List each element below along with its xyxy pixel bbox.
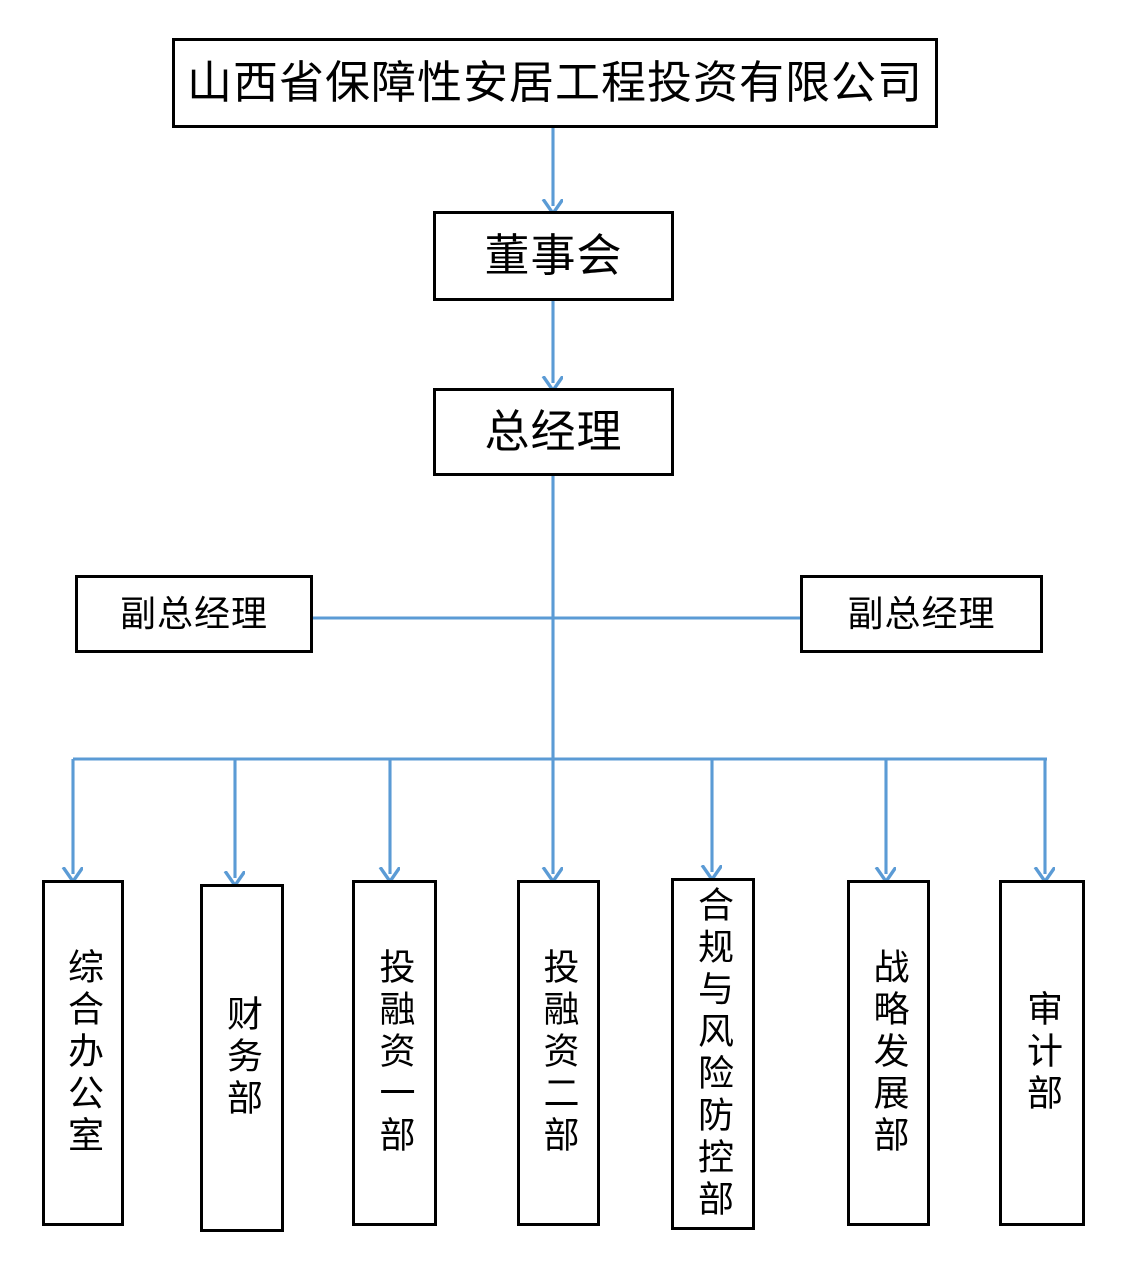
node-department-investment-financing-2-label: 投融资二部	[538, 948, 579, 1158]
node-board-of-directors[interactable]: 董事会	[433, 211, 674, 301]
node-department-investment-financing-1[interactable]: 投融资一部	[352, 880, 437, 1226]
node-department-compliance-risk-control-label: 合规与风险防控部	[693, 886, 733, 1222]
node-company-label: 山西省保障性安居工程投资有限公司	[186, 57, 923, 108]
node-deputy-general-manager-left[interactable]: 副总经理	[75, 575, 313, 653]
node-department-finance-label: 财务部	[222, 995, 262, 1121]
node-general-manager[interactable]: 总经理	[433, 388, 674, 476]
node-department-investment-financing-2[interactable]: 投融资二部	[517, 880, 600, 1226]
node-deputy-general-manager-left-label: 副总经理	[119, 593, 268, 634]
node-department-general-office[interactable]: 综合办公室	[42, 880, 124, 1226]
node-department-strategic-development[interactable]: 战略发展部	[847, 880, 930, 1226]
node-department-audit[interactable]: 审计部	[999, 880, 1085, 1226]
node-department-audit-label: 审计部	[1022, 990, 1062, 1116]
node-board-of-directors-label: 董事会	[484, 230, 623, 281]
node-department-investment-financing-1-label: 投融资一部	[374, 948, 415, 1158]
node-general-manager-label: 总经理	[484, 406, 623, 457]
node-company[interactable]: 山西省保障性安居工程投资有限公司	[172, 38, 938, 128]
node-deputy-general-manager-right-label: 副总经理	[847, 593, 996, 634]
node-department-strategic-development-label: 战略发展部	[868, 948, 909, 1158]
node-department-compliance-risk-control[interactable]: 合规与风险防控部	[671, 878, 755, 1230]
node-department-general-office-label: 综合办公室	[63, 948, 103, 1158]
node-deputy-general-manager-right[interactable]: 副总经理	[800, 575, 1043, 653]
node-department-finance[interactable]: 财务部	[200, 884, 284, 1232]
